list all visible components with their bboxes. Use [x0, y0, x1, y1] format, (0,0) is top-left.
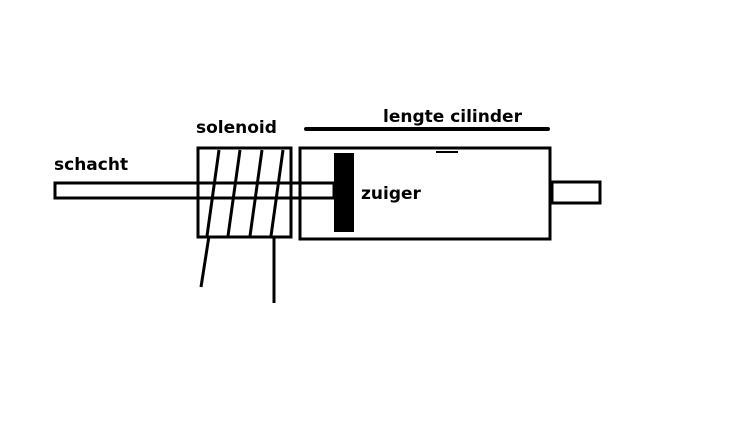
cylinder-length-label: lengte cilinder	[383, 107, 522, 127]
solenoid-label: solenoid	[196, 118, 277, 138]
outlet-rod	[550, 180, 602, 205]
shaft-label: schacht	[54, 155, 129, 175]
coil-windings	[205, 149, 285, 237]
coil-lead-wires	[199, 235, 276, 303]
piston	[334, 153, 354, 232]
cylinder	[298, 146, 552, 241]
shaft-inside-cylinder	[300, 181, 334, 200]
piston-label: zuiger	[361, 184, 421, 204]
